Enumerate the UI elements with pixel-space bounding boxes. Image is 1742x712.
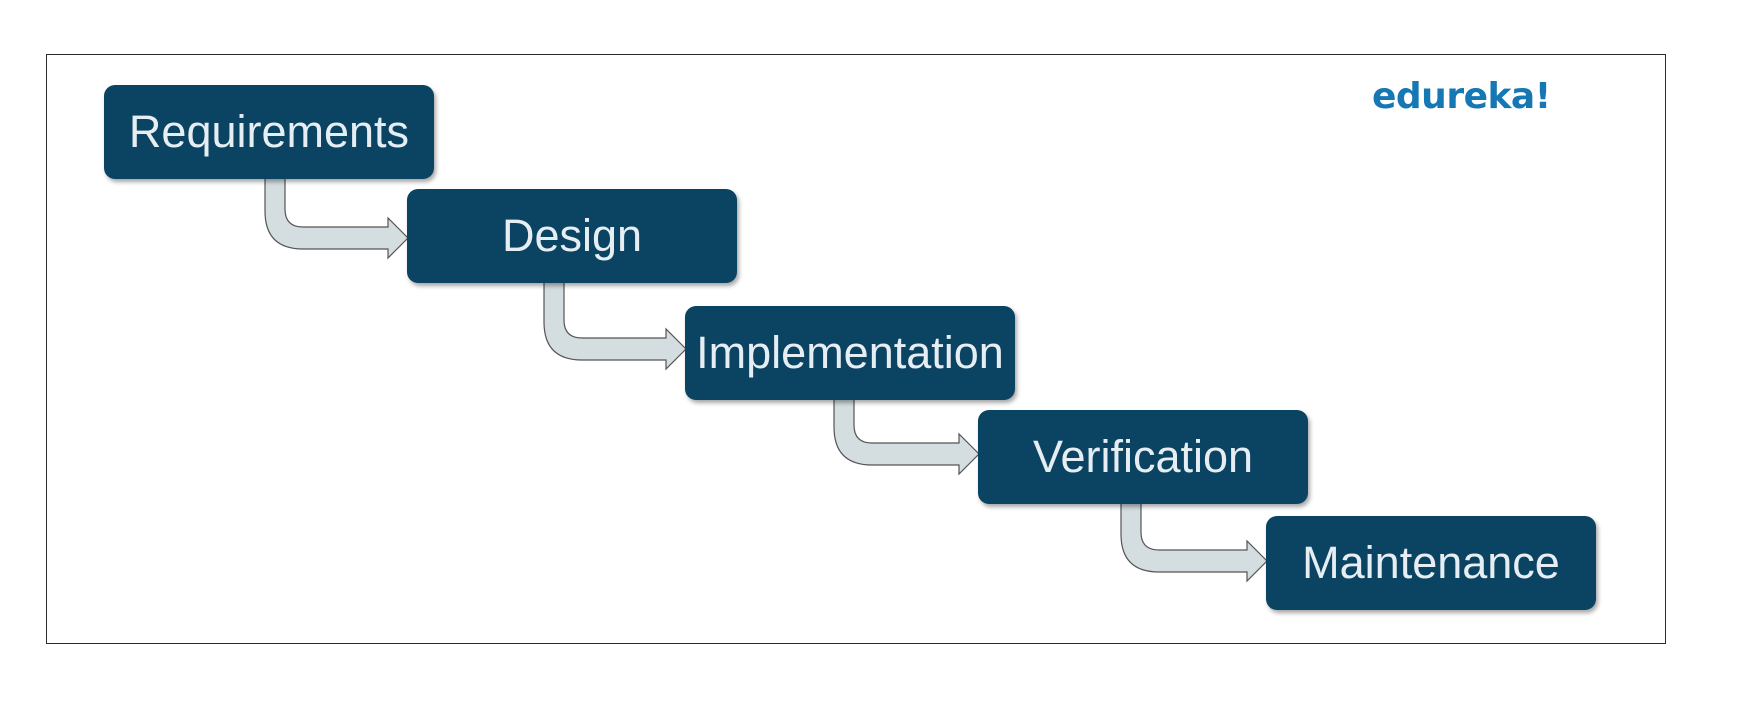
stage-maintenance: Maintenance xyxy=(1266,516,1596,610)
stage-implementation: Implementation xyxy=(685,306,1015,400)
stage-requirements: Requirements xyxy=(104,85,434,179)
edureka-logo: edureka! xyxy=(1372,76,1551,117)
stage-design: Design xyxy=(407,189,737,283)
stage-verification: Verification xyxy=(978,410,1308,504)
